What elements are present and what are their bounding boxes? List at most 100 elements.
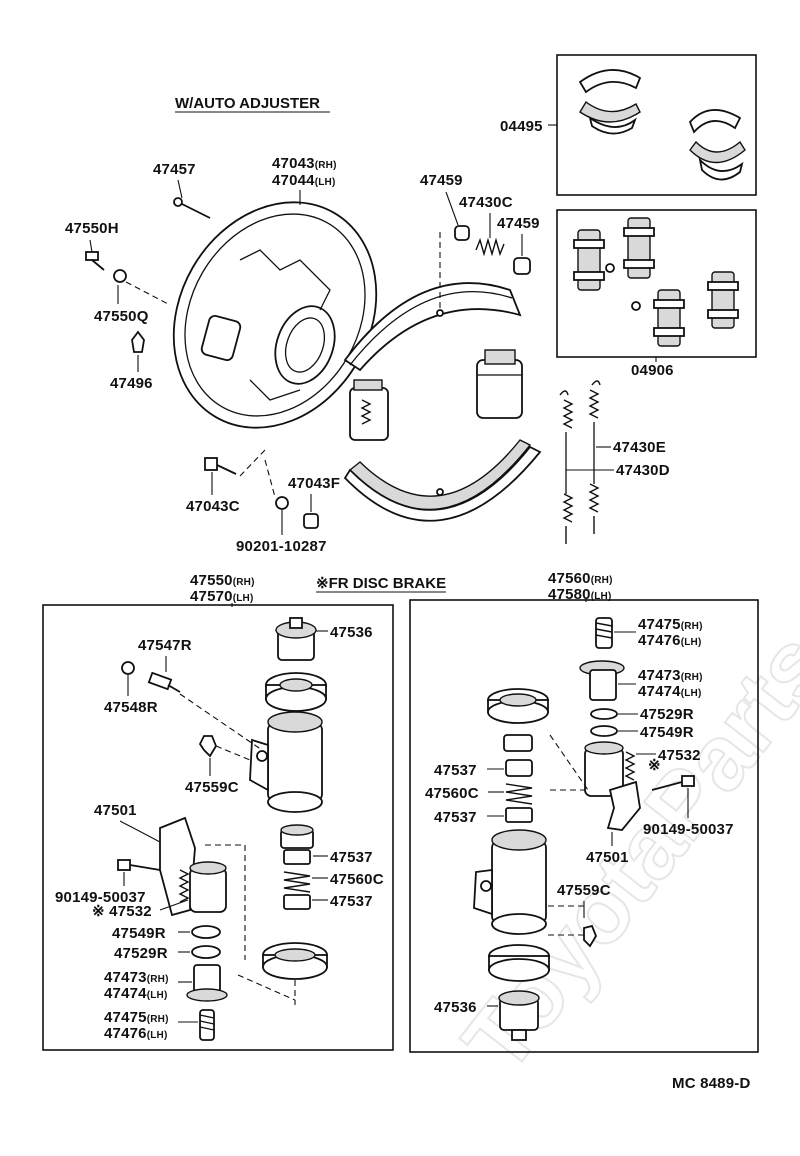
right-caliper-box (409, 599, 759, 1053)
seal-47549r-left (191, 925, 221, 939)
label-47548r-left[interactable]: 47548R (104, 699, 158, 716)
cup-47459-b (513, 257, 531, 275)
cup-47537-left-upper (280, 824, 314, 849)
label-47529r-left[interactable]: 47529R (114, 945, 168, 962)
asterisk-47532-right: ※ (648, 757, 661, 774)
label-47459-upper[interactable]: 47459 (420, 172, 463, 189)
cap-47548r (121, 661, 135, 675)
label-47560c-left[interactable]: 47560C (330, 871, 384, 888)
washer-47550q (113, 269, 127, 283)
caliper-body-right (473, 829, 547, 935)
bolt-90149-left (117, 859, 161, 871)
spring-47560c-left (283, 871, 311, 893)
label-90201-10287[interactable]: 90201-10287 (236, 538, 327, 555)
label-47570-lh[interactable]: 47570(LH) (190, 588, 254, 605)
label-47537-left-b[interactable]: 47537 (330, 893, 373, 910)
label-47560c-right[interactable]: 47560C (425, 785, 479, 802)
label-47536-left[interactable]: 47536 (330, 624, 373, 641)
label-47501-right[interactable]: 47501 (586, 849, 629, 866)
label-47473-left[interactable]: 47473(RH) (104, 969, 169, 986)
pin-47475-left (199, 1009, 215, 1041)
label-47580-lh[interactable]: 47580(LH) (548, 586, 612, 603)
label-04906[interactable]: 04906 (631, 362, 674, 379)
label-47430e[interactable]: 47430E (613, 439, 666, 456)
label-47043f[interactable]: 47043F (288, 475, 340, 492)
label-47549r-left[interactable]: 47549R (112, 925, 166, 942)
upper-brake-shoe (343, 282, 522, 372)
adjuster-assembly (349, 379, 389, 441)
lower-brake-shoe (343, 439, 542, 522)
plug-47496 (131, 330, 145, 353)
label-47476-right[interactable]: 47476(LH) (638, 632, 702, 649)
backing-plate (172, 201, 378, 429)
label-47550q[interactable]: 47550Q (94, 308, 149, 325)
clip-47559c-left (198, 735, 218, 758)
cylinder-kit-illustration (573, 217, 739, 347)
header-auto-adjuster: W/AUTO ADJUSTER (175, 95, 320, 112)
spring-47430c (475, 237, 505, 257)
label-47547r-left[interactable]: 47547R (138, 637, 192, 654)
label-47475-right[interactable]: 47475(RH) (638, 616, 703, 633)
label-47496[interactable]: 47496 (110, 375, 153, 392)
label-47476-left[interactable]: 47476(LH) (104, 1025, 168, 1042)
ring-47529r-right (590, 708, 618, 720)
label-47550h[interactable]: 47550H (65, 220, 119, 237)
label-90149-50037-right[interactable]: 90149-50037 (643, 821, 734, 838)
cup-47459-a (454, 225, 470, 241)
label-47536-right[interactable]: 47536 (434, 999, 477, 1016)
label-47043-rh[interactable]: 47043(RH) (272, 155, 337, 172)
label-47559c-left[interactable]: 47559C (185, 779, 239, 796)
label-47043c[interactable]: 47043C (186, 498, 240, 515)
label-47537-left-a[interactable]: 47537 (330, 849, 373, 866)
dust-boot-left (265, 672, 327, 712)
label-47430c[interactable]: 47430C (459, 194, 513, 211)
label-47473-right[interactable]: 47473(RH) (638, 667, 703, 684)
label-47474-right[interactable]: 47474(LH) (638, 683, 702, 700)
cup-47537-right-a (505, 759, 533, 777)
label-47044-lh[interactable]: 47044(LH) (272, 172, 336, 189)
ring-47529r-left (191, 945, 221, 959)
bolt-47457 (173, 197, 211, 219)
label-47474-left[interactable]: 47474(LH) (104, 985, 168, 1002)
label-47529r-right[interactable]: 47529R (640, 706, 694, 723)
label-47537-right-b[interactable]: 47537 (434, 809, 477, 826)
shoe-kit-illustration (578, 69, 746, 181)
label-47532-left[interactable]: ※ 47532 (92, 903, 152, 920)
seal-ring-right (487, 688, 549, 724)
label-47501-left[interactable]: 47501 (94, 802, 137, 819)
clip-47559c-right (583, 924, 598, 948)
seal-47549r-right (590, 725, 618, 737)
nut-47043f (303, 513, 319, 529)
bolt-47043c (204, 457, 237, 475)
label-47550-rh[interactable]: 47550(RH) (190, 572, 255, 589)
label-04495[interactable]: 04495 (500, 118, 543, 135)
label-47549r-right[interactable]: 47549R (640, 724, 694, 741)
label-47559c-right[interactable]: 47559C (557, 882, 611, 899)
cup-47537-right-b (505, 807, 533, 823)
piston-cap-47536-left (275, 617, 317, 661)
label-47560-rh[interactable]: 47560(RH) (548, 570, 613, 587)
wheel-cylinder-center (476, 349, 523, 419)
dust-boot-right (488, 944, 550, 982)
label-47459-lower[interactable]: 47459 (497, 215, 540, 232)
caliper-body-left (249, 711, 323, 813)
bolt-90149-right (651, 775, 695, 791)
label-47475-left[interactable]: 47475(RH) (104, 1009, 169, 1026)
bracket-47501-right (606, 780, 641, 831)
return-spring-right (588, 380, 601, 534)
bleeder-47547r (147, 671, 181, 693)
piston-47473-left (186, 964, 228, 1002)
label-47532-right[interactable]: 47532 (658, 747, 701, 764)
label-90149-50037-left[interactable]: 90149-50037 (55, 889, 146, 906)
return-spring-left (559, 390, 574, 544)
header-fr-disc-brake: ※FR DISC BRAKE (316, 575, 446, 592)
label-47457[interactable]: 47457 (153, 161, 196, 178)
label-47430d[interactable]: 47430D (616, 462, 670, 479)
label-47537-right-a[interactable]: 47537 (434, 762, 477, 779)
washer-90201 (275, 496, 289, 510)
bolt-47550h (85, 251, 105, 271)
pin-47475-right (595, 617, 613, 649)
left-caliper-box (42, 604, 394, 1051)
